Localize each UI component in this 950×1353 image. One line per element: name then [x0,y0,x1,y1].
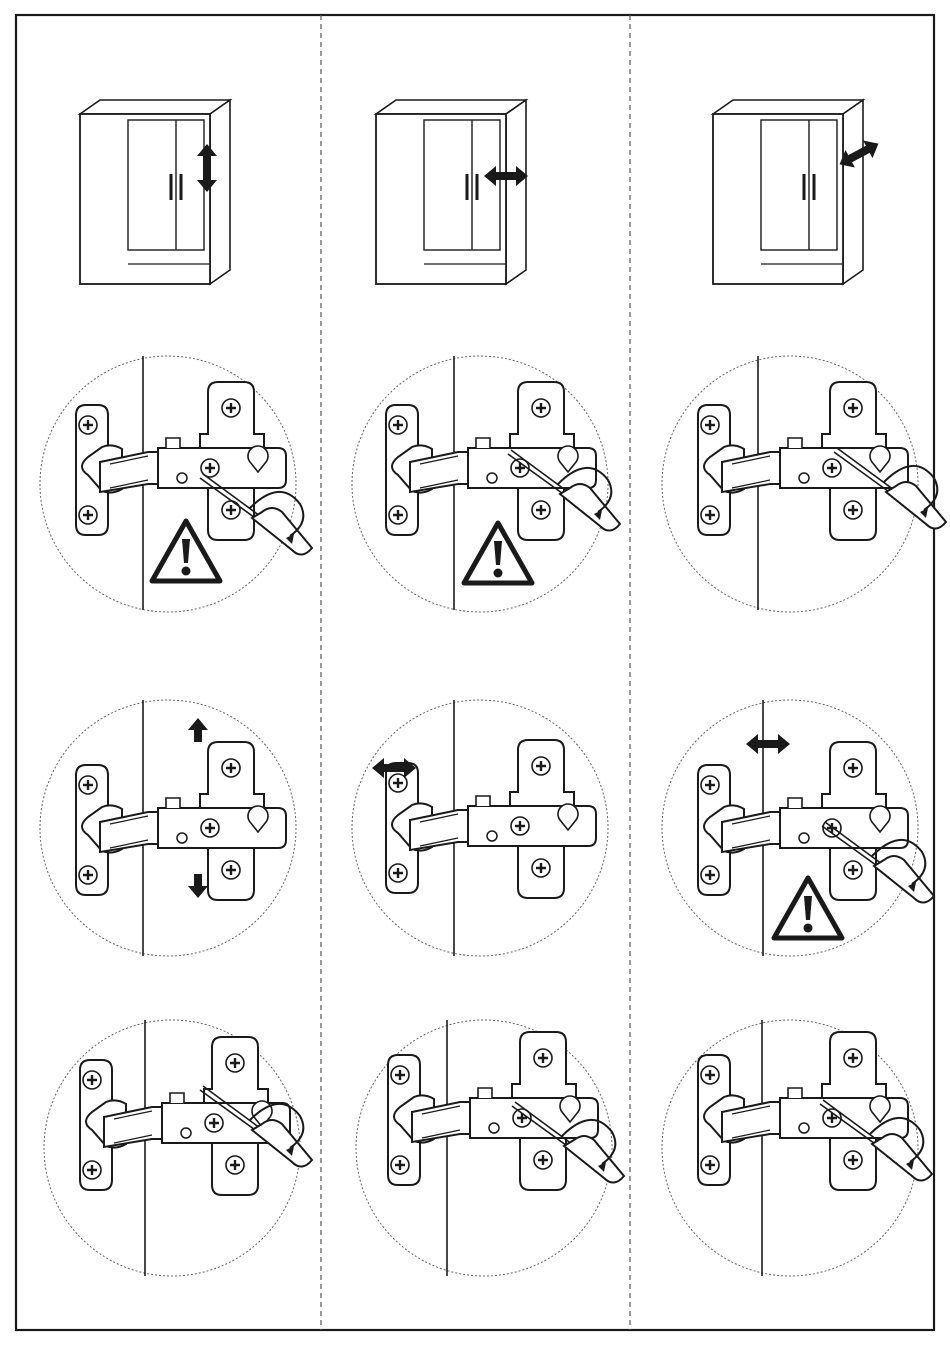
cabinet-side [376,100,528,284]
step-vertical-1 [40,356,312,612]
left-right-arrow-icon [746,734,790,754]
cabinet-depth [713,100,883,284]
step-depth-1 [662,356,946,612]
cabinet-vertical [80,100,230,284]
step-side-2 [352,700,608,956]
step-side-3 [356,1020,624,1276]
step-depth-3 [662,1020,932,1276]
step-vertical-2 [40,700,296,956]
up-arrow-icon [188,718,208,742]
step-depth-2 [662,700,934,956]
step-vertical-3 [44,1020,312,1276]
step-side-1 [352,356,620,612]
down-arrow-icon [188,874,208,898]
